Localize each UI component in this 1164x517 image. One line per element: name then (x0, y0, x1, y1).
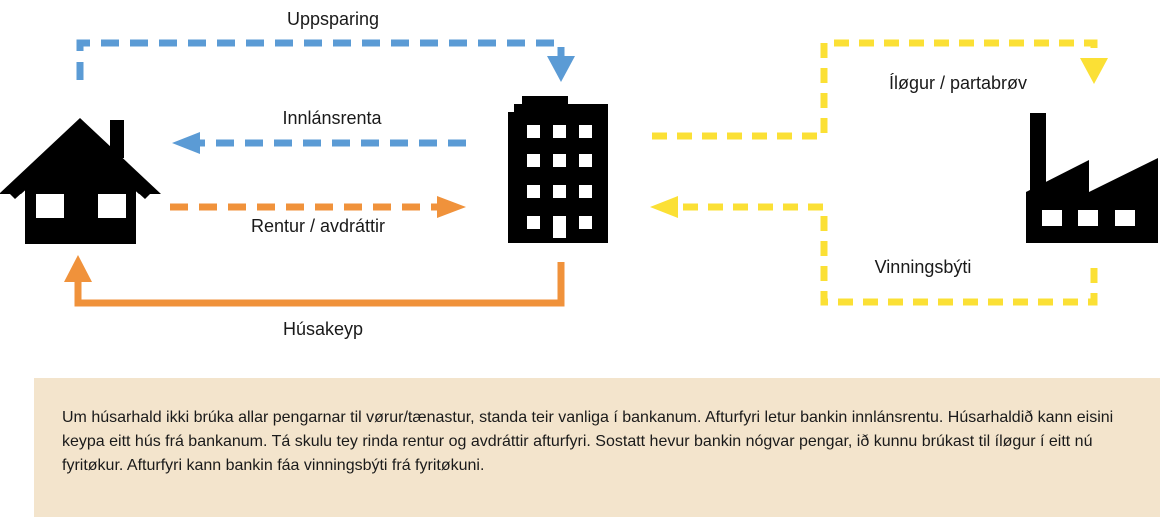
house-icon (0, 118, 161, 244)
dividend-label: Vinningsbýti (875, 257, 972, 277)
investment-flow-arrow (652, 39, 1108, 140)
factory-icon (1026, 113, 1158, 243)
deposit-interest-flow-arrow (172, 132, 466, 154)
savings-label: Uppsparing (287, 9, 379, 29)
interest-repayment-flow-arrow (170, 196, 466, 218)
house-purchase-flow-arrow (64, 255, 565, 307)
deposit-interest-label: Innlánsrenta (282, 108, 382, 128)
savings-flow-arrow (76, 39, 575, 82)
caption-text: Um húsarhald ikki brúka allar pengarnar … (62, 409, 1114, 474)
investment-shares-label: Íløgur / partabrøv (889, 73, 1027, 93)
dividend-flow-arrow (650, 196, 1098, 306)
bank-building-icon (508, 96, 608, 243)
interest-repayments-label: Rentur / avdráttir (251, 216, 385, 236)
flow-diagram: Uppsparing Innlánsrenta Rentur / avdrátt… (0, 9, 1158, 339)
caption-box: Um húsarhald ikki brúka allar pengarnar … (34, 378, 1160, 517)
house-purchase-label: Húsakeyp (283, 319, 363, 339)
